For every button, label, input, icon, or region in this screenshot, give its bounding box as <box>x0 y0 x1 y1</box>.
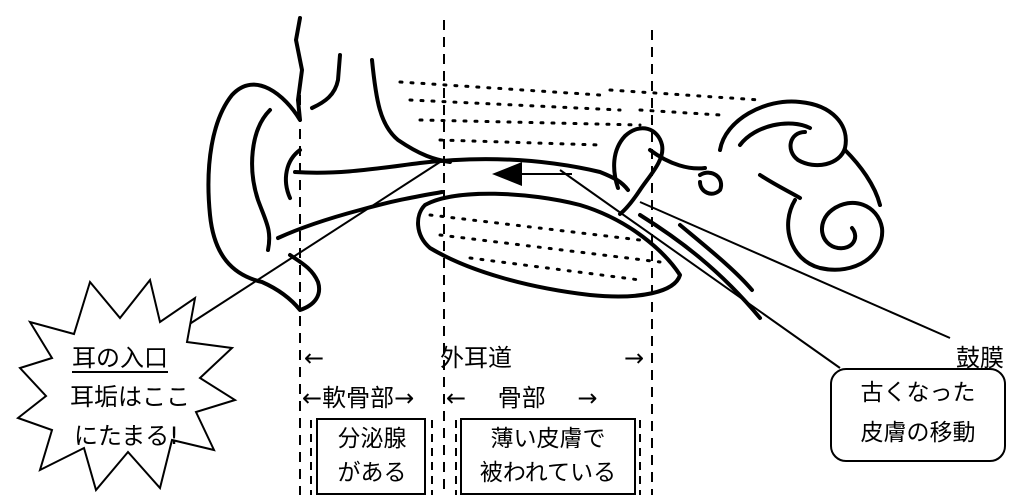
eustachian-tube <box>640 215 760 318</box>
auricle-outline <box>208 18 319 310</box>
old-skin-label-line2: 皮膚の移動 <box>836 418 1000 448</box>
ear-canal-arrow-left: ← <box>304 344 324 372</box>
cartilage-part-label: ←軟骨部→ <box>302 384 414 412</box>
glands-label-line1: 分泌腺 <box>326 424 418 454</box>
canal-lower-bulge <box>418 194 680 297</box>
cochlea <box>788 200 882 270</box>
thin-skin-label-line2: 被われている <box>462 458 634 488</box>
head-contour-2 <box>372 60 450 162</box>
earwax-label-line2: にたまる! <box>74 422 179 450</box>
ossicles <box>650 150 721 194</box>
old-skin-label-line1: 古くなった <box>836 378 1000 408</box>
auricle-inner-fold <box>252 110 270 250</box>
bone-texture <box>400 82 760 280</box>
leader-old-skin <box>560 170 840 368</box>
eardrum-outline <box>614 128 662 214</box>
glands-label-line2: がある <box>326 458 418 488</box>
cochlea-connection <box>760 150 880 205</box>
ear-entrance-label: 耳の入口 <box>72 344 168 372</box>
semicircular-canals <box>720 102 846 166</box>
earwax-label-line1: 耳垢はここ <box>70 383 190 411</box>
bone-part-label: ← 骨部 → <box>446 384 597 412</box>
leader-eardrum <box>640 202 950 338</box>
ear-canal-arrow-right: → <box>624 344 644 372</box>
ear-canal-label: 外耳道 <box>440 344 512 372</box>
canal-upper-wall <box>295 159 628 190</box>
thin-skin-label-line1: 薄い皮膚で <box>462 424 634 454</box>
head-contour <box>312 55 340 108</box>
